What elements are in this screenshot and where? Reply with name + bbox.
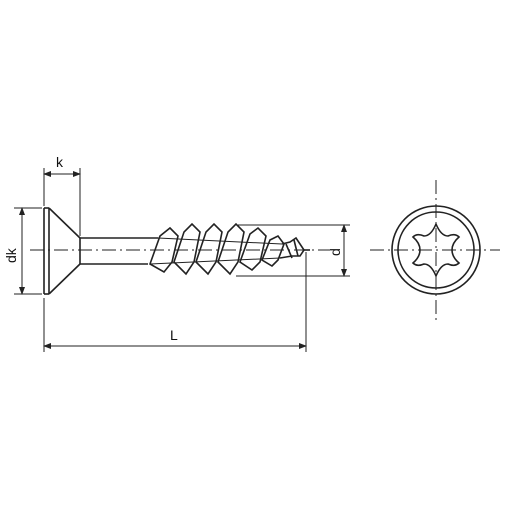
screw-shank bbox=[79, 237, 158, 265]
dimension-k: k bbox=[43, 154, 81, 236]
label-L: L bbox=[170, 327, 178, 343]
label-k: k bbox=[56, 154, 64, 170]
label-d: d bbox=[327, 248, 343, 256]
label-dk: dk bbox=[3, 247, 19, 263]
torx-drive-icon bbox=[411, 221, 461, 279]
dimension-L: L bbox=[43, 252, 307, 352]
dimension-dk: dk bbox=[3, 207, 42, 295]
head-inner-circle bbox=[397, 211, 475, 289]
screw-head bbox=[43, 207, 81, 295]
head-outer-circle bbox=[391, 205, 481, 295]
end-view bbox=[370, 180, 500, 320]
screw-thread bbox=[149, 222, 310, 276]
dimension-d: d bbox=[236, 224, 350, 277]
